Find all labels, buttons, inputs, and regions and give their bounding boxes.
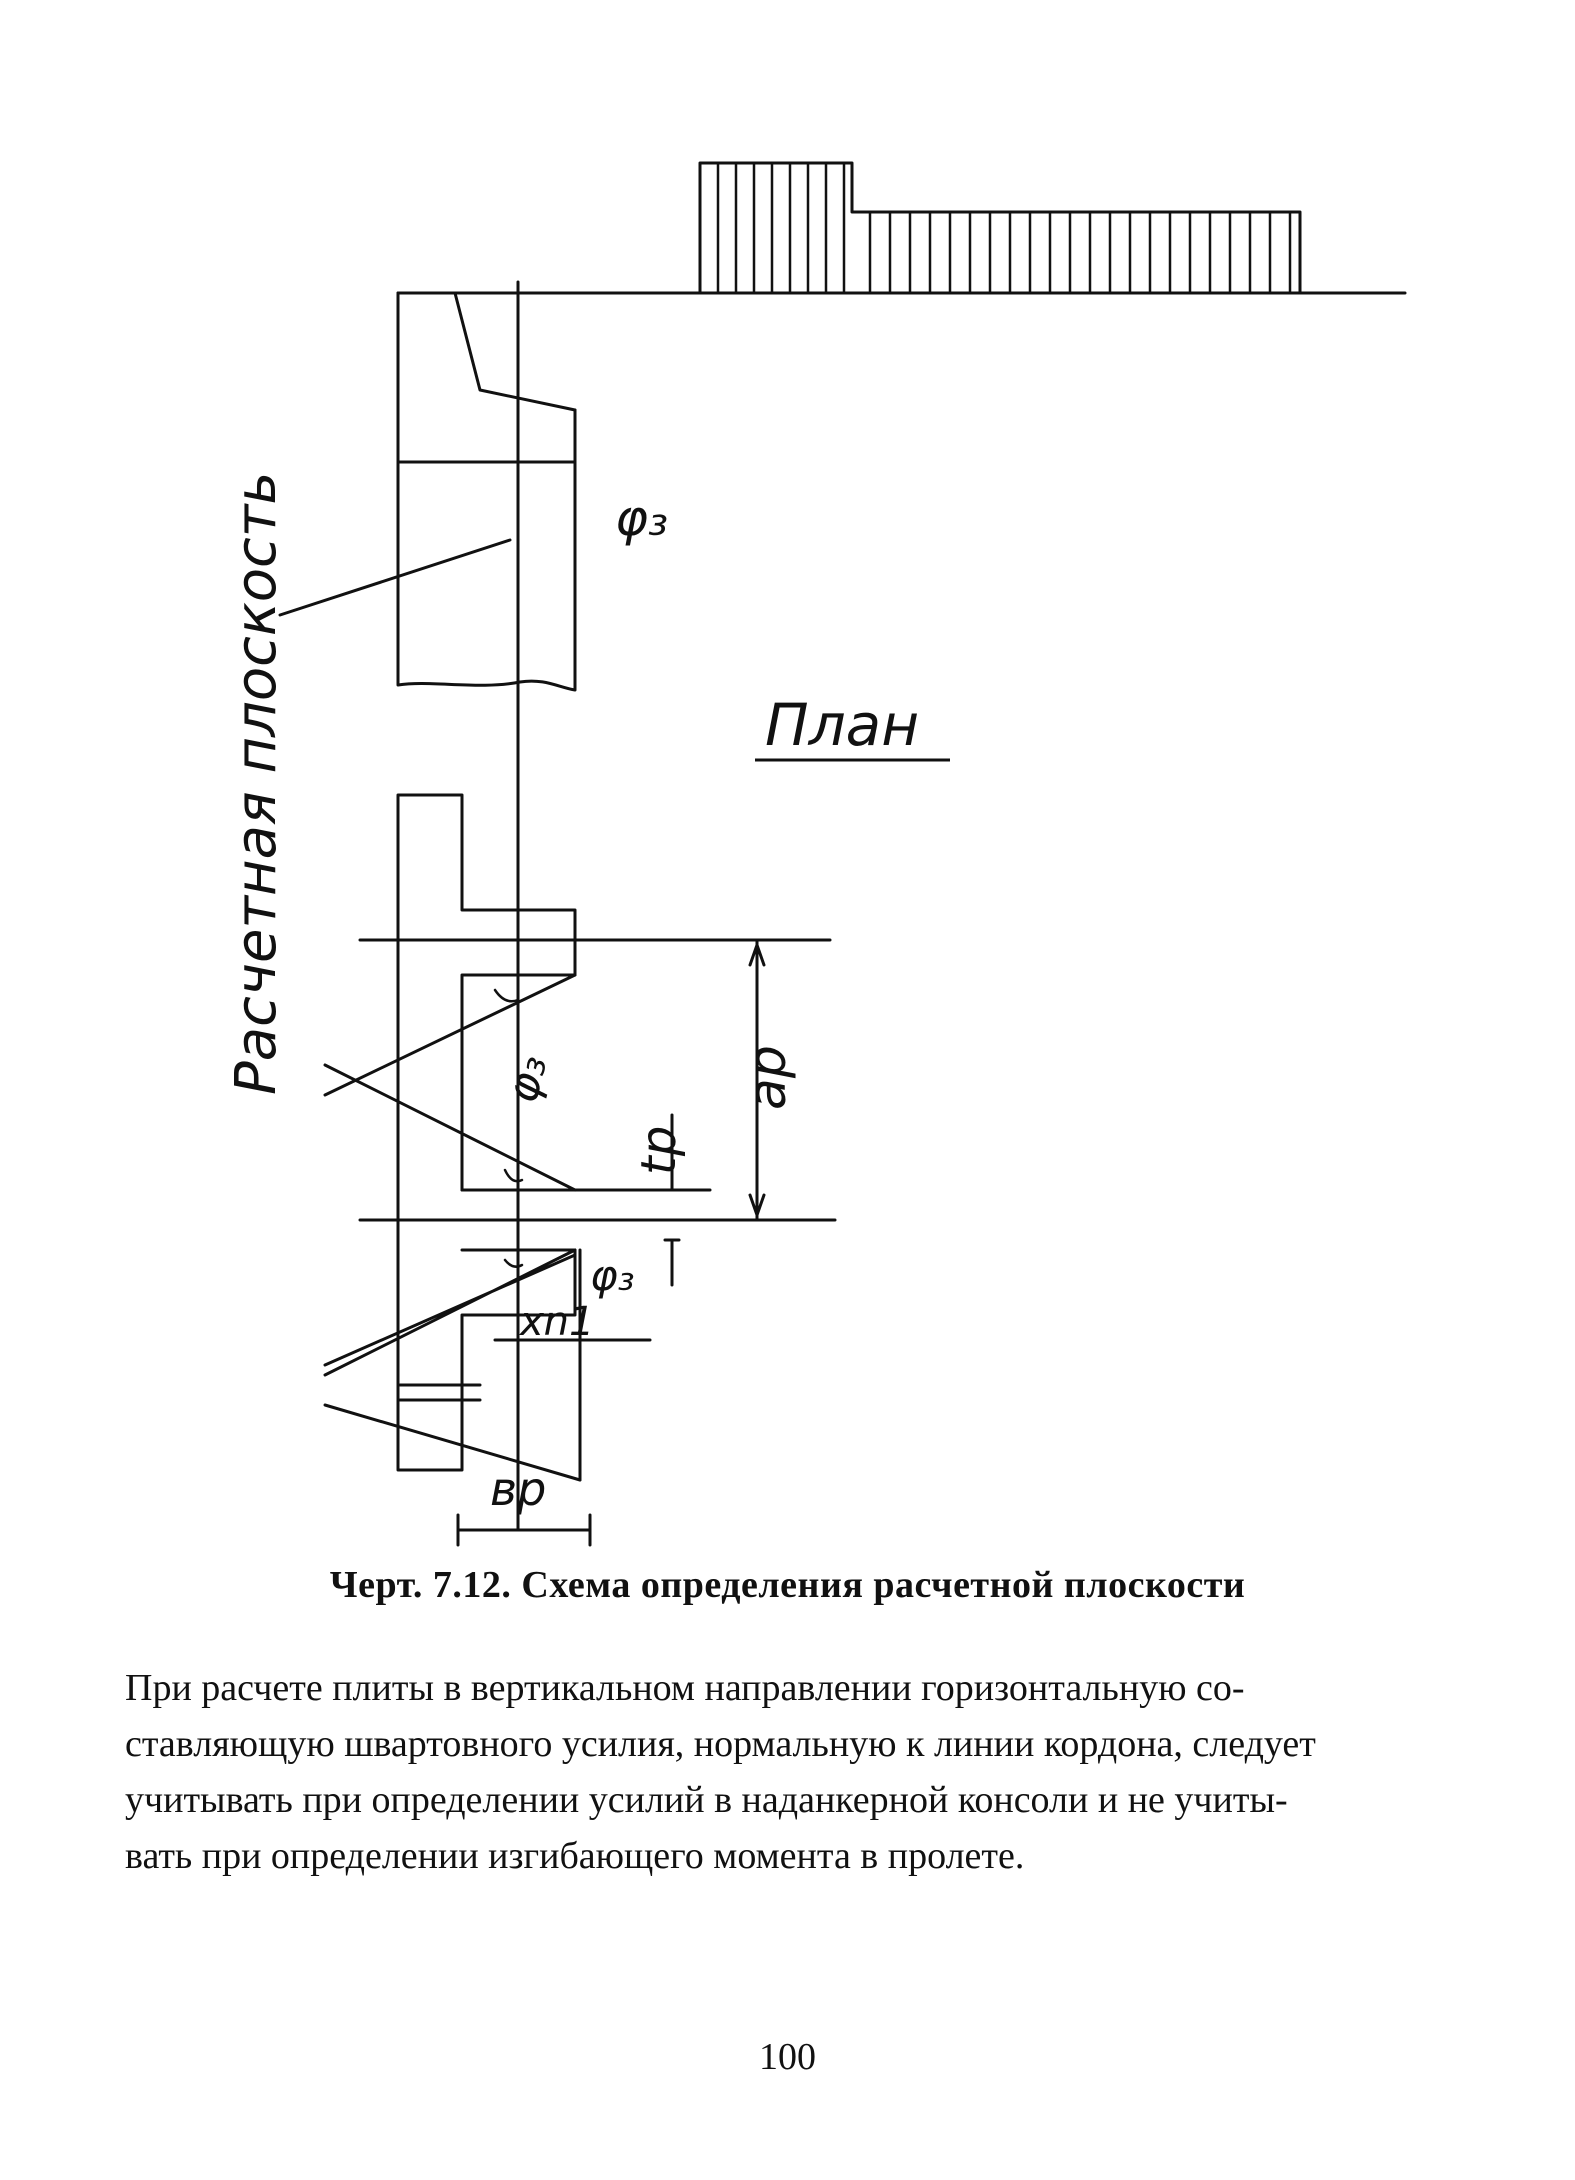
dim-tp bbox=[663, 1113, 681, 1287]
paragraph-line-1: При расчете плиты в вертикальном направл… bbox=[125, 1667, 1245, 1709]
load-diagram-outline bbox=[698, 161, 1302, 295]
anchor-tie bbox=[398, 1383, 482, 1402]
page-number: 100 bbox=[759, 2036, 816, 2078]
paragraph-line-3: учитывать при определении усилий в надaн… bbox=[125, 1779, 1288, 1821]
body-paragraph: При расчете плиты в вертикальном направл… bbox=[125, 1660, 1445, 1884]
paragraph-line-2: ставляющую швартовного усилия, нормальну… bbox=[125, 1723, 1316, 1765]
cone-lines bbox=[323, 973, 582, 1482]
lower-block-2 bbox=[460, 1248, 582, 1482]
angle-arcs bbox=[493, 988, 524, 1268]
leader-line bbox=[278, 538, 512, 617]
upper-block-break bbox=[453, 291, 577, 412]
label-xn1: xn1 bbox=[518, 1299, 594, 1345]
label-ap: ap bbox=[738, 1045, 798, 1110]
figure-caption: Черт. 7.12. Схема определения расчетной … bbox=[329, 1564, 1246, 1606]
label-bp: вp bbox=[490, 1462, 546, 1516]
dim-bp bbox=[456, 1513, 592, 1547]
label-phi3-top: φ₃ bbox=[615, 489, 668, 547]
plan-drawing: φ₃ План Расчетная плоскость φ₃ ap tp φ₃ … bbox=[224, 161, 1407, 1547]
label-phi3-mid: φ₃ bbox=[496, 1050, 557, 1108]
label-tp: tp bbox=[631, 1126, 687, 1175]
load-diagram-hatching bbox=[716, 161, 1292, 295]
lower-block bbox=[396, 793, 577, 1472]
label-plan: План bbox=[765, 691, 919, 759]
upper-block bbox=[396, 291, 577, 692]
label-design-plane: Расчетная плоскость bbox=[224, 472, 289, 1095]
label-phi3-low: φ₃ bbox=[590, 1251, 635, 1300]
paragraph-line-4: вать при определении изгибающего момента… bbox=[125, 1835, 1025, 1877]
